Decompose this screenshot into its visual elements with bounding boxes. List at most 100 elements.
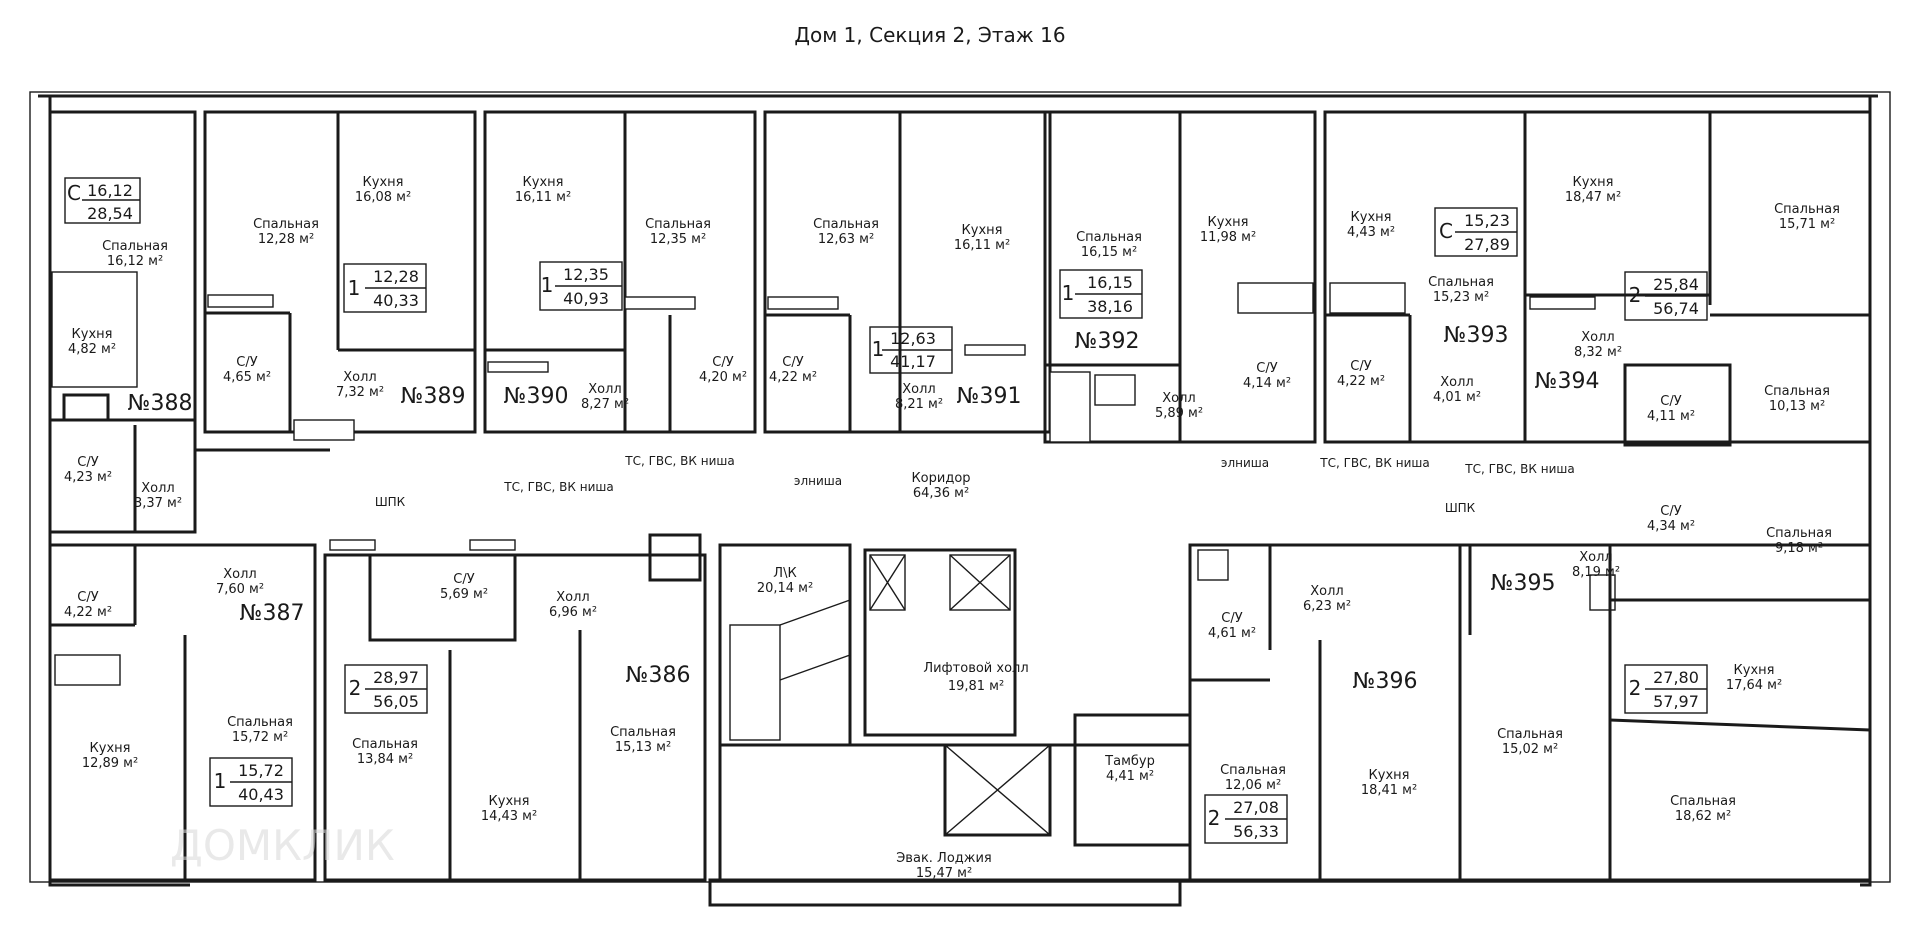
svg-text:8,19 м²: 8,19 м²: [1572, 565, 1620, 580]
svg-text:40,43: 40,43: [238, 785, 284, 804]
niche-note: ТС, ГВС, ВК ниша: [1464, 462, 1574, 476]
svg-text:4,11 м²: 4,11 м²: [1647, 409, 1695, 424]
utility-notes: ТС, ГВС, ВК ниша элниша элниша ТС, ГВС, …: [375, 454, 1575, 515]
svg-text:Кухня: Кухня: [489, 794, 530, 809]
svg-text:15,47 м²: 15,47 м²: [916, 866, 972, 881]
svg-text:Кухня: Кухня: [962, 223, 1003, 238]
svg-text:5,89 м²: 5,89 м²: [1155, 406, 1203, 421]
room-label: С/У4,22 м²: [1337, 359, 1385, 389]
svg-text:Спальная: Спальная: [1670, 794, 1736, 809]
room-label: С/У4,14 м²: [1243, 361, 1291, 391]
svg-text:28,97: 28,97: [373, 668, 419, 687]
svg-text:Спальная: Спальная: [1764, 384, 1830, 399]
svg-text:С/У: С/У: [453, 572, 474, 587]
apt-396-number: №396: [1353, 669, 1418, 694]
svg-text:Кухня: Кухня: [1734, 663, 1775, 678]
svg-text:16,11 м²: 16,11 м²: [954, 238, 1010, 253]
svg-text:57,97: 57,97: [1653, 692, 1699, 711]
svg-text:Спальная: Спальная: [1220, 763, 1286, 778]
svg-text:15,72 м²: 15,72 м²: [232, 730, 288, 745]
el-niche-note: элниша: [794, 474, 842, 488]
svg-text:4,22 м²: 4,22 м²: [64, 605, 112, 620]
svg-text:18,47 м²: 18,47 м²: [1565, 190, 1621, 205]
svg-text:Спальная: Спальная: [645, 217, 711, 232]
svg-text:11,98 м²: 11,98 м²: [1200, 230, 1256, 245]
svg-text:Спальная: Спальная: [102, 239, 168, 254]
svg-text:Холл: Холл: [1440, 375, 1473, 390]
svg-text:16,15: 16,15: [1087, 273, 1133, 292]
svg-text:4,82 м²: 4,82 м²: [68, 342, 116, 357]
apt-390-number: №390: [504, 384, 569, 409]
svg-text:15,23 м²: 15,23 м²: [1433, 290, 1489, 305]
apt-389-box: 1 12,28 40,33: [343, 263, 427, 313]
svg-text:56,33: 56,33: [1233, 822, 1279, 841]
svg-text:Тамбур: Тамбур: [1104, 754, 1155, 769]
svg-text:12,06 м²: 12,06 м²: [1225, 778, 1281, 793]
svg-text:Кухня: Кухня: [523, 175, 564, 190]
room-label: Л\К20,14 м²: [757, 566, 813, 596]
apt-387-number: №387: [240, 601, 305, 626]
svg-text:3,37 м²: 3,37 м²: [134, 496, 182, 511]
svg-text:Спальная: Спальная: [1076, 230, 1142, 245]
svg-text:С: С: [1439, 219, 1453, 243]
svg-text:16,11 м²: 16,11 м²: [515, 190, 571, 205]
niche-note: ТС, ГВС, ВК ниша: [503, 480, 613, 494]
svg-text:16,15 м²: 16,15 м²: [1081, 245, 1137, 260]
svg-text:56,74: 56,74: [1653, 299, 1699, 318]
room-label: С/У4,61 м²: [1208, 611, 1256, 641]
plan-title: Дом 1, Секция 2, Этаж 16: [794, 23, 1065, 47]
svg-text:8,21 м²: 8,21 м²: [895, 397, 943, 412]
svg-text:Спальная: Спальная: [1497, 727, 1563, 742]
apt-393-box: С 15,23 27,89: [1434, 207, 1518, 257]
watermark: ДОМКЛИК: [170, 821, 395, 870]
svg-text:4,41 м²: 4,41 м²: [1106, 769, 1154, 784]
room-label: С/У4,65 м²: [223, 355, 271, 385]
svg-text:4,23 м²: 4,23 м²: [64, 470, 112, 485]
apt-391-box: 1 12,63 41,17: [869, 326, 953, 374]
svg-text:16,12: 16,12: [87, 181, 133, 200]
svg-text:Кухня: Кухня: [1208, 215, 1249, 230]
svg-text:С/У: С/У: [1221, 611, 1242, 626]
svg-text:Эвак. Лоджия: Эвак. Лоджия: [896, 851, 992, 866]
apt-390-box: 1 12,35 40,93: [539, 261, 623, 311]
svg-text:С/У: С/У: [1660, 394, 1681, 409]
svg-text:С/У: С/У: [236, 355, 257, 370]
svg-text:8,27 м²: 8,27 м²: [581, 397, 629, 412]
svg-text:17,64 м²: 17,64 м²: [1726, 678, 1782, 693]
room-label: С/У4,22 м²: [769, 355, 817, 385]
svg-text:Л\К: Л\К: [773, 566, 796, 581]
svg-text:Кухня: Кухня: [90, 741, 131, 756]
svg-text:15,23: 15,23: [1464, 211, 1510, 230]
svg-text:41,17: 41,17: [890, 352, 936, 371]
apartment-numbers: №388 №389 №390 №391 №392 №393 №394 №395 …: [128, 323, 1600, 694]
apt-394-number: №394: [1535, 369, 1600, 394]
room-label: С/У4,23 м²: [64, 455, 112, 485]
svg-text:5,69 м²: 5,69 м²: [440, 587, 488, 602]
svg-text:56,05: 56,05: [373, 692, 419, 711]
svg-text:12,28 м²: 12,28 м²: [258, 232, 314, 247]
room-label: С/У4,22 м²: [64, 590, 112, 620]
svg-text:2: 2: [1629, 676, 1642, 700]
svg-text:Холл: Холл: [1579, 550, 1612, 565]
svg-text:12,89 м²: 12,89 м²: [82, 756, 138, 771]
